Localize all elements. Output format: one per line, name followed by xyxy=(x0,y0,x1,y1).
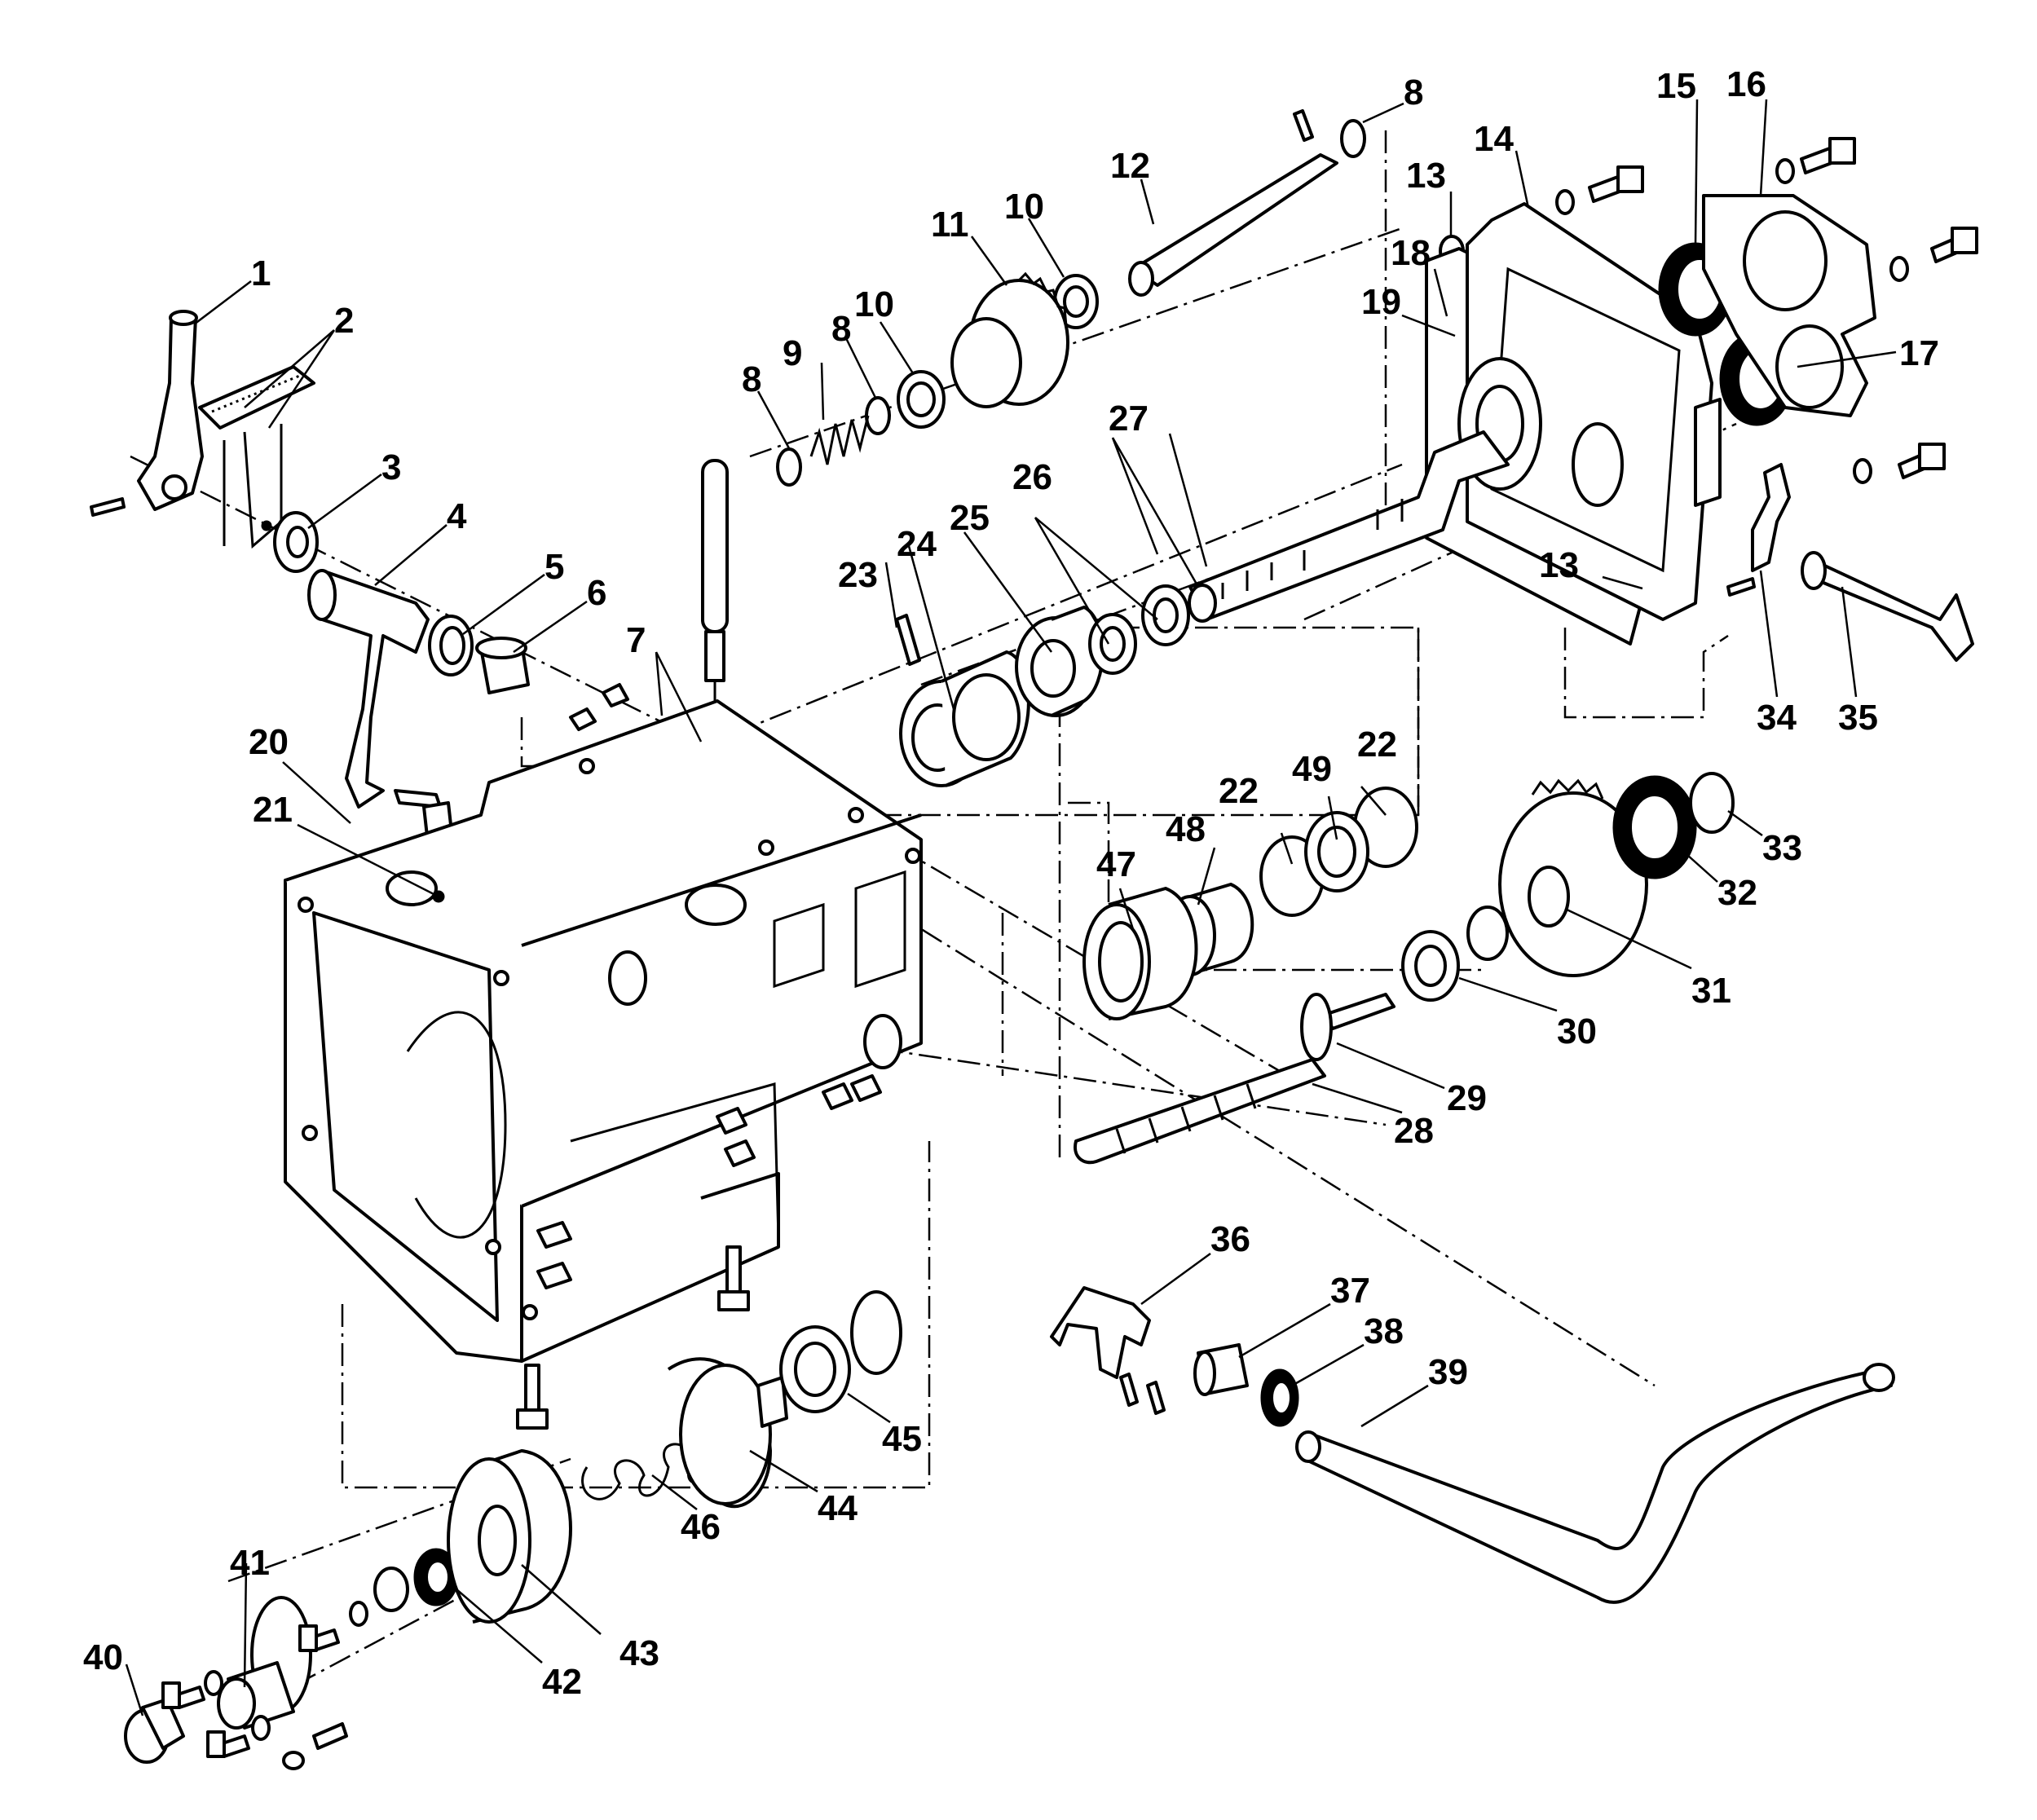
shift-lever-part-1 xyxy=(90,310,204,517)
callout-4: 4 xyxy=(447,496,467,536)
selector-shaft-part-4 xyxy=(307,569,442,809)
clutch-drum-part-43 xyxy=(447,1449,572,1624)
callout-48: 48 xyxy=(1166,809,1206,849)
callout-34: 34 xyxy=(1757,698,1797,738)
callout-42: 42 xyxy=(542,1662,582,1702)
clutch-lever-part-39 xyxy=(1295,1363,1895,1604)
thrust-washer-part-49 xyxy=(1304,811,1369,892)
callout-49: 49 xyxy=(1292,749,1332,789)
callout-47: 47 xyxy=(1096,844,1136,884)
callout-25: 25 xyxy=(950,498,990,538)
callout-8: 8 xyxy=(1404,73,1423,112)
callout-45: 45 xyxy=(882,1419,922,1459)
callout-27: 27 xyxy=(1109,399,1149,438)
detent-lever-part-34 xyxy=(1726,463,1791,597)
callout-29: 29 xyxy=(1447,1078,1487,1118)
spline-coupler-part-40 xyxy=(124,1698,185,1764)
callout-11: 11 xyxy=(931,205,969,245)
callout-37: 37 xyxy=(1330,1271,1370,1311)
callout-22: 22 xyxy=(1357,725,1397,765)
callout-32: 32 xyxy=(1717,873,1757,913)
washer-part-8 xyxy=(776,119,1366,487)
callout-9: 9 xyxy=(783,333,802,373)
callout-10: 10 xyxy=(1004,187,1044,227)
callout-3: 3 xyxy=(381,447,401,487)
callout-21: 21 xyxy=(253,790,293,830)
callout-40: 40 xyxy=(83,1637,123,1677)
washer-part-3 xyxy=(261,511,319,573)
callout-28: 28 xyxy=(1394,1111,1434,1151)
callout-39: 39 xyxy=(1428,1352,1468,1392)
spring-part-9 xyxy=(809,415,870,465)
bearing-part-42 xyxy=(373,1548,459,1612)
bolt-washer xyxy=(161,1601,368,1770)
hub-flange-part-41 xyxy=(217,1596,312,1730)
seal-part-15 xyxy=(1658,242,1733,337)
callout-30: 30 xyxy=(1557,1011,1597,1051)
clutch-cone-part-44 xyxy=(667,1357,788,1509)
callout-43: 43 xyxy=(619,1633,659,1673)
callout-19: 19 xyxy=(1361,282,1401,322)
callout-13: 13 xyxy=(1406,156,1446,196)
callout-1: 1 xyxy=(251,253,271,293)
main-shaft-part-27 xyxy=(1188,430,1510,623)
callout-10: 10 xyxy=(854,284,894,324)
bearing-part-45 xyxy=(779,1290,902,1413)
bearing-part-30 xyxy=(1401,930,1460,1002)
callout-26: 26 xyxy=(1012,457,1052,497)
snap-ring-part-33 xyxy=(1689,772,1735,834)
cap-screw xyxy=(1555,137,1978,484)
callout-33: 33 xyxy=(1762,828,1802,868)
callout-36: 36 xyxy=(1210,1219,1250,1259)
collar-part-29 xyxy=(1300,993,1333,1061)
callout-16: 16 xyxy=(1726,64,1766,104)
bearing-part-32 xyxy=(1612,775,1697,879)
callout-5: 5 xyxy=(545,547,564,587)
shift-lever-part-35 xyxy=(1801,551,1974,662)
callout-23: 23 xyxy=(838,555,878,595)
shift-fork-part-36 xyxy=(1050,1286,1166,1415)
callout-7: 7 xyxy=(626,620,646,660)
callout-46: 46 xyxy=(681,1507,721,1547)
bushing-part-6 xyxy=(475,637,530,694)
callout-35: 35 xyxy=(1838,698,1878,738)
gear-part-25 xyxy=(1015,606,1104,717)
housing-bolt xyxy=(516,1245,750,1430)
callout-22: 22 xyxy=(1219,771,1259,811)
callout-2: 2 xyxy=(334,301,354,341)
bearing-part-26 xyxy=(1088,584,1190,675)
callout-8: 8 xyxy=(742,359,761,399)
callout-17: 17 xyxy=(1899,333,1939,373)
transmission-housing-part-21 xyxy=(284,699,923,1363)
seal-part-5 xyxy=(428,615,474,676)
callout-12: 12 xyxy=(1110,146,1150,186)
callout-31: 31 xyxy=(1691,971,1731,1011)
callout-44: 44 xyxy=(818,1488,858,1528)
seal-part-38 xyxy=(1260,1368,1299,1427)
callout-41: 41 xyxy=(230,1543,270,1583)
shaft-part-12 xyxy=(1128,109,1338,297)
callout-8: 8 xyxy=(831,309,851,349)
key-part-23 xyxy=(895,614,921,666)
callout-13: 13 xyxy=(1539,545,1579,585)
bushing-part-37 xyxy=(1193,1343,1249,1396)
callout-14: 14 xyxy=(1474,119,1514,159)
callout-18: 18 xyxy=(1391,233,1431,273)
callout-15: 15 xyxy=(1656,66,1696,106)
callout-20: 20 xyxy=(249,722,289,762)
ring-part-30b xyxy=(1466,906,1509,961)
bearing-cup-part-47 xyxy=(1082,887,1198,1020)
callout-38: 38 xyxy=(1364,1311,1404,1351)
leader-lines xyxy=(125,99,1897,1716)
gear-part-11 xyxy=(950,271,1069,408)
callout-labels: 1 2 3 4 5 6 7 8 8 8 9 10 10 11 12 13 13 … xyxy=(83,64,1939,1702)
callout-6: 6 xyxy=(587,573,606,613)
callout-24: 24 xyxy=(897,524,937,564)
gear-cluster-part-24 xyxy=(899,650,1030,787)
output-shaft-part-28 xyxy=(1074,993,1395,1165)
